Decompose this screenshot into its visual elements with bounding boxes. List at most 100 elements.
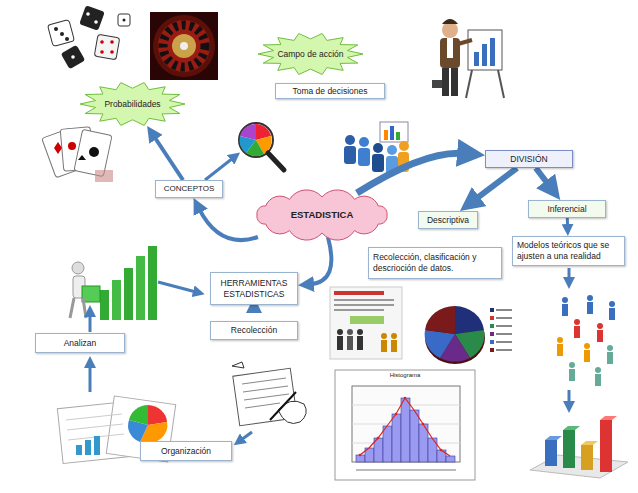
people-figures-illustration bbox=[587, 295, 593, 301]
pie-chart-illustration bbox=[496, 325, 512, 327]
histogram-illustration bbox=[377, 437, 380, 440]
magnifier-illustration bbox=[240, 124, 256, 140]
descriptive-info-illustration bbox=[334, 309, 384, 311]
dice-illustration bbox=[123, 19, 126, 22]
descriptive-info-illustration bbox=[330, 287, 402, 359]
roulette-illustration bbox=[158, 20, 210, 72]
node-text: Recolección, clasificación y descrioción… bbox=[373, 252, 497, 273]
people-figures-illustration bbox=[562, 297, 568, 303]
meeting-illustration bbox=[387, 145, 397, 155]
descriptive-info-illustration bbox=[337, 336, 343, 350]
growth-chart-illustration bbox=[148, 246, 157, 320]
dice-illustration bbox=[110, 50, 114, 54]
dice-illustration bbox=[118, 14, 130, 26]
dice-illustration bbox=[79, 5, 105, 31]
histogram-illustration bbox=[360, 398, 450, 456]
papers-chart-illustration bbox=[76, 445, 82, 455]
pie-chart-illustration bbox=[455, 306, 484, 334]
pie-chart-illustration bbox=[496, 317, 512, 319]
roulette-illustration bbox=[163, 25, 205, 67]
people-figures-illustration bbox=[557, 337, 590, 362]
node-text: HERRAMIENTAS ESTADISTICAS bbox=[215, 278, 293, 299]
people-figures-illustration bbox=[597, 323, 603, 329]
histogram-illustration bbox=[359, 454, 362, 457]
text-group: Recolección bbox=[231, 325, 277, 336]
people-figures-illustration bbox=[597, 330, 603, 342]
step-box: Organización bbox=[140, 441, 232, 461]
node-text: Modelos teóricos que se ajusten a una re… bbox=[517, 240, 620, 261]
pie-chart-illustration bbox=[425, 330, 455, 358]
growth-chart-illustration bbox=[100, 290, 109, 320]
histogram-illustration bbox=[356, 469, 456, 471]
presenter-illustration bbox=[447, 38, 453, 58]
presenter-illustration bbox=[432, 80, 442, 88]
dice-illustration bbox=[100, 40, 104, 44]
branch-box: Inferencial bbox=[528, 200, 606, 218]
writing-illustration bbox=[245, 403, 280, 408]
descriptive-info-illustration bbox=[357, 336, 363, 350]
dice-illustration bbox=[60, 32, 64, 36]
presenter-illustration bbox=[458, 40, 472, 44]
dice-illustration bbox=[110, 40, 114, 44]
people-figures-illustration bbox=[562, 295, 615, 320]
presenter-illustration bbox=[466, 70, 472, 98]
growth-chart-illustration bbox=[83, 298, 86, 318]
histogram-illustration bbox=[392, 414, 401, 462]
presenter-illustration bbox=[468, 30, 502, 70]
bar-chart-3d-illustration bbox=[563, 426, 580, 430]
papers-chart-illustration bbox=[94, 436, 100, 455]
papers-chart-illustration bbox=[67, 424, 123, 430]
people-figures-illustration bbox=[562, 304, 568, 316]
leader-arrow bbox=[89, 365, 92, 392]
bar-chart-3d-illustration bbox=[545, 440, 557, 466]
meeting-illustration bbox=[372, 154, 384, 172]
people-figures-illustration bbox=[595, 367, 601, 373]
pie-chart-illustration bbox=[490, 340, 494, 344]
bar-chart-3d-illustration bbox=[581, 441, 598, 445]
dice-illustration bbox=[48, 5, 130, 69]
node-text: Campo de acción bbox=[277, 49, 343, 60]
descriptive-info-illustration bbox=[347, 336, 353, 350]
people-figures-illustration bbox=[574, 319, 580, 325]
histogram-illustration bbox=[440, 449, 443, 452]
descriptive-info-illustration bbox=[391, 333, 397, 339]
histogram-illustration bbox=[410, 410, 419, 462]
descriptive-info-illustration bbox=[330, 287, 402, 359]
pie-chart-illustration bbox=[496, 341, 512, 343]
dice-illustration bbox=[94, 20, 98, 24]
people-figures-illustration bbox=[607, 345, 613, 351]
bar-chart-3d-illustration bbox=[563, 430, 575, 468]
histogram-illustration bbox=[401, 398, 410, 462]
node-text: Organización bbox=[161, 446, 211, 457]
meeting-illustration bbox=[390, 126, 394, 140]
writing-illustration bbox=[278, 401, 306, 423]
descriptive-info-illustration bbox=[347, 329, 353, 335]
note-box: Modelos teóricos que se ajusten a una re… bbox=[512, 236, 625, 266]
people-figures-illustration bbox=[607, 352, 613, 364]
descriptive-info-illustration bbox=[357, 329, 363, 335]
meeting-illustration bbox=[399, 141, 409, 151]
text-group: Recolección, clasificación y descrioción… bbox=[373, 252, 497, 273]
presenter-illustration bbox=[490, 38, 495, 66]
papers-chart-illustration bbox=[85, 440, 91, 455]
people-figures-illustration bbox=[569, 369, 575, 381]
text-group: CONCEPTOS bbox=[164, 184, 215, 194]
descriptive-info-illustration bbox=[381, 340, 387, 352]
text-group: Analizan bbox=[64, 338, 97, 349]
pie-chart-illustration bbox=[490, 316, 494, 320]
people-figures-illustration bbox=[595, 374, 601, 386]
people-figures-illustration bbox=[609, 308, 615, 320]
leader-arrow bbox=[568, 268, 571, 280]
roulette-illustration bbox=[150, 12, 218, 80]
meeting-illustration bbox=[380, 122, 408, 142]
people-figures-illustration bbox=[557, 344, 563, 356]
descriptive-info-illustration bbox=[334, 304, 394, 306]
concept-burst: Probabilidades bbox=[80, 82, 185, 126]
text-group: Modelos teóricos que se ajusten a una re… bbox=[517, 240, 620, 261]
node-text: DIVISIÓN bbox=[510, 154, 547, 165]
roulette-illustration bbox=[150, 12, 218, 80]
burst-shape bbox=[80, 83, 185, 126]
node-text: ESTADISTICA bbox=[291, 209, 354, 221]
connector-arrow bbox=[154, 136, 183, 180]
people-figures-illustration bbox=[584, 350, 590, 362]
